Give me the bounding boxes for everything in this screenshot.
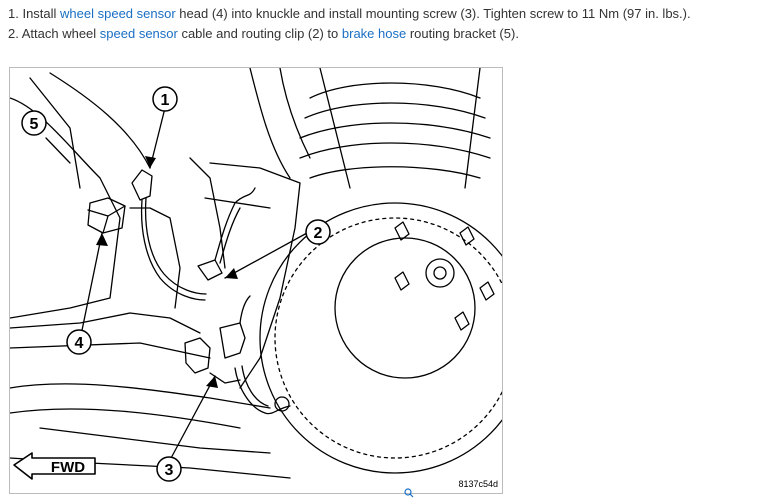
step-1: 1. Install wheel speed sensor head (4) i… bbox=[8, 6, 691, 21]
step-2: 2. Attach wheel speed sensor cable and r… bbox=[8, 26, 519, 41]
link-brake-hose[interactable]: brake hose bbox=[341, 26, 407, 41]
callout-4: 4 bbox=[75, 335, 84, 352]
link-wheel-speed-sensor[interactable]: wheel speed sensor bbox=[60, 6, 176, 21]
callout-circle-2 bbox=[305, 219, 331, 245]
callout-1: 1 bbox=[161, 92, 170, 109]
fwd-arrow: FWD bbox=[13, 452, 96, 480]
installation-diagram[interactable]: 1 2 3 4 5 FWD 8137c54d bbox=[9, 67, 503, 494]
callout-circle-5 bbox=[21, 110, 47, 136]
callout-circle-1 bbox=[152, 86, 178, 112]
link-speed-sensor[interactable]: speed sensor bbox=[99, 26, 178, 41]
callout-5: 5 bbox=[30, 116, 39, 133]
callout-circle-3 bbox=[156, 456, 182, 482]
fwd-label: FWD bbox=[51, 459, 85, 476]
callout-3: 3 bbox=[165, 462, 174, 479]
figure-code: 8137c54d bbox=[458, 479, 498, 489]
callout-circle-4 bbox=[66, 329, 92, 355]
instructions: 1. Install wheel speed sensor head (4) i… bbox=[8, 4, 763, 44]
diagram-drawing: 1 2 3 4 5 FWD bbox=[10, 68, 502, 482]
callout-2: 2 bbox=[314, 225, 323, 242]
